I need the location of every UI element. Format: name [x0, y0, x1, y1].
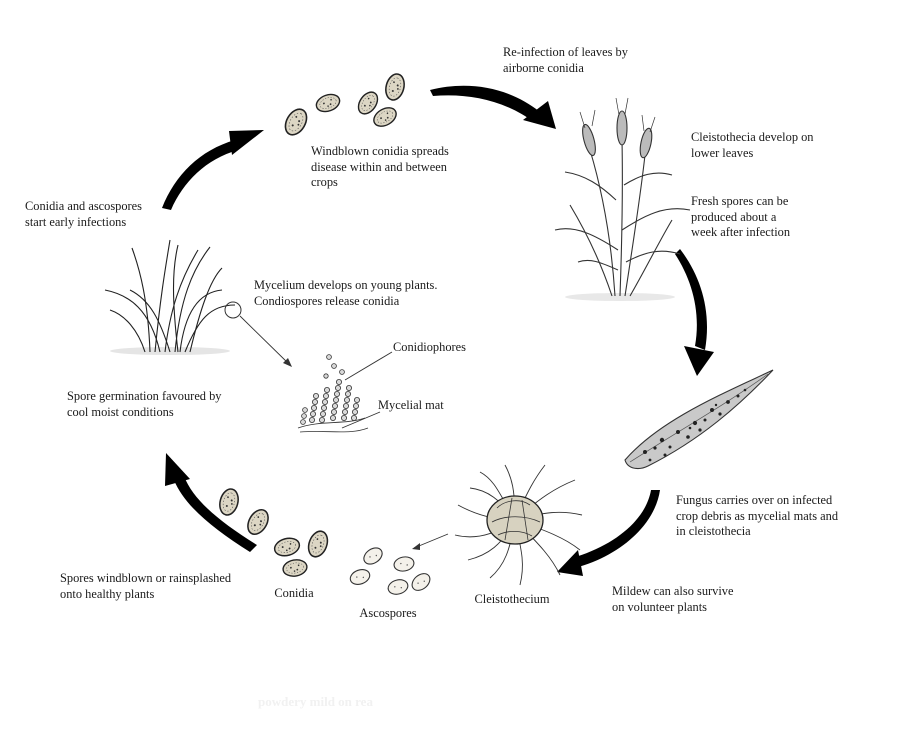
conidiophore-pointer: [344, 351, 393, 381]
ascospore-group: [347, 543, 434, 597]
label-mildew-survive: Mildew can also survive on volunteer pla…: [612, 584, 734, 614]
infected-leaf: [624, 369, 774, 470]
arrow-right-down: [675, 249, 708, 350]
label-ascospores: Ascospores: [359, 606, 417, 620]
arrow-bottom-right: [572, 490, 660, 568]
label-conidia: Conidia: [274, 586, 314, 600]
label-mycelium-develops: Mycelium develops on young plants. Condi…: [254, 278, 438, 308]
windblown-conidia-spores: [280, 71, 408, 140]
cycle-arrows: [162, 85, 714, 576]
arrow-left-top: [162, 140, 238, 210]
mycelium-detail: [297, 354, 369, 433]
label-fresh-spores: Fresh spores can be produced about a wee…: [691, 194, 791, 239]
label-fungus-carries: Fungus carries over on infected crop deb…: [676, 493, 839, 538]
cleistothecium-body: [454, 464, 583, 586]
magnify-pointer: [239, 315, 291, 366]
magnify-circle: [224, 301, 242, 319]
label-cleistothecium: Cleistothecium: [474, 592, 550, 606]
label-germination: Spore germination favoured by cool moist…: [67, 389, 222, 419]
mature-wheat-plants: [554, 97, 691, 301]
faint-caption: powdery mild on rea: [258, 694, 373, 709]
label-spores-windblown: Spores windblown or rainsplashed onto he…: [60, 571, 232, 601]
label-windblown-conidia: Windblown conidia spreads disease within…: [311, 144, 449, 189]
young-plants: [104, 239, 236, 355]
label-mycelial-mat: Mycelial mat: [378, 398, 444, 412]
arrow-left-up: [174, 476, 257, 552]
label-reinfection: Re-infection of leaves by airborne conid…: [503, 45, 628, 75]
mycelial-mat-pointer: [341, 411, 381, 429]
arrow-reinfection: [430, 85, 540, 123]
label-cleistothecia-develop: Cleistothecia develop on lower leaves: [691, 130, 814, 160]
label-early-infections: Conidia and ascospores start early infec…: [25, 199, 142, 229]
label-conidiophores: Conidiophores: [393, 340, 466, 354]
